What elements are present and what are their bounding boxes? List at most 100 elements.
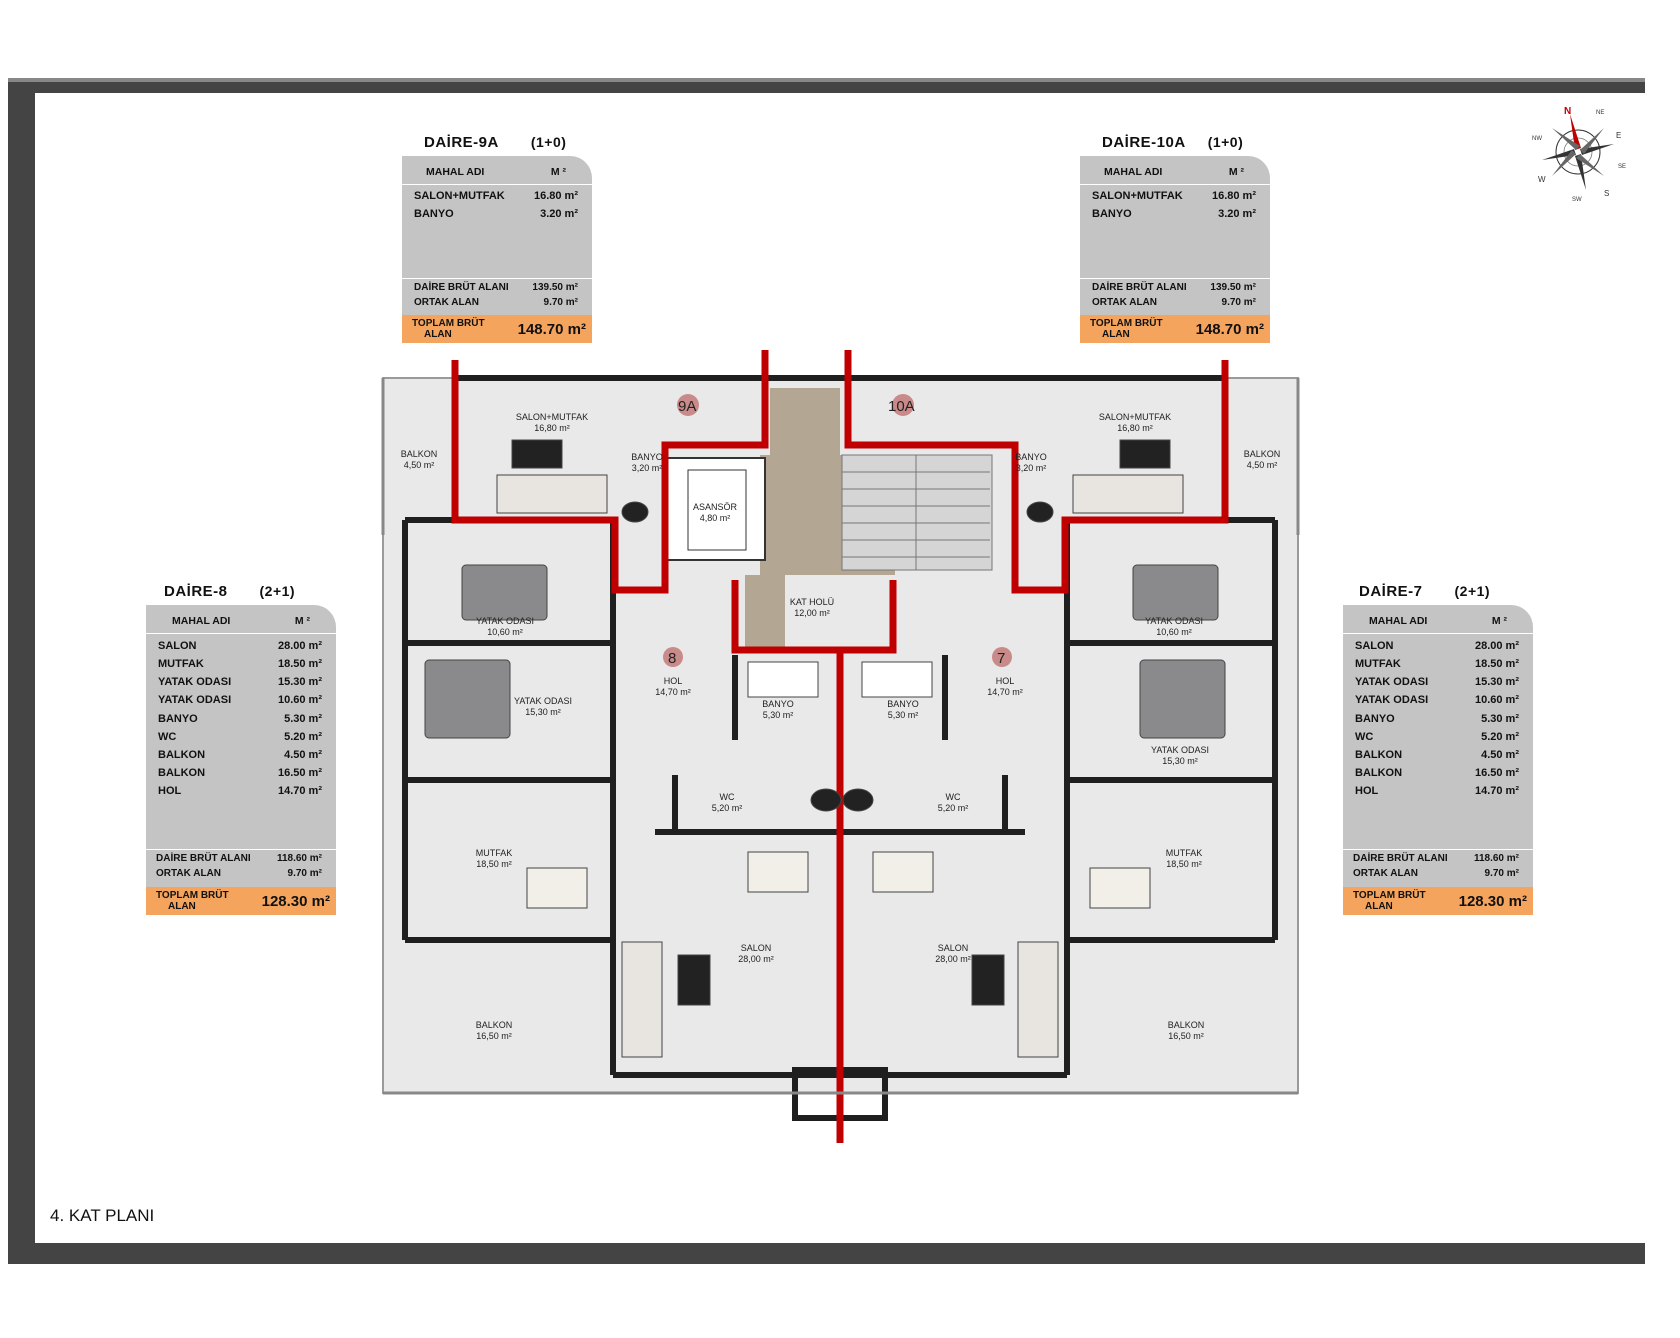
room-label: SALON+MUTFAK — [1099, 412, 1171, 422]
table-icon — [1089, 867, 1151, 909]
room-area: 5,30 m² — [888, 710, 919, 720]
unit-markers: 9A 10A 8 7 — [663, 394, 1012, 667]
marker-7: 7 — [997, 650, 1005, 667]
room-label: HOL — [664, 676, 683, 686]
compass-sw: SW — [1572, 197, 1582, 202]
legend-title: DAİRE-7(2+1) — [1359, 583, 1491, 600]
tv-icon — [971, 954, 1005, 1006]
room-area: 18,50 m² — [1166, 859, 1202, 869]
room-area: 4,50 m² — [404, 460, 435, 470]
core-hall — [745, 388, 895, 650]
room-area: 4,80 m² — [700, 513, 731, 523]
room-area: 18,50 m² — [476, 859, 512, 869]
toilet-icon — [810, 788, 842, 812]
compass-e: E — [1616, 131, 1621, 140]
room-area: 3,20 m² — [1016, 463, 1047, 473]
toilet-icon — [621, 501, 649, 523]
room-label: YATAK ODASI — [476, 616, 534, 626]
room-label: YATAK ODASI — [1145, 616, 1203, 626]
room-area: 16,80 m² — [1117, 423, 1153, 433]
room-area: 14,70 m² — [987, 687, 1023, 697]
tv-icon — [511, 439, 563, 469]
furniture — [424, 439, 1226, 1058]
room-labels: SALON+MUTFAK 16,80 m² SALON+MUTFAK 16,80… — [401, 412, 1281, 1041]
room-label: YATAK ODASI — [1151, 745, 1209, 755]
room-label: SALON — [741, 943, 772, 953]
plan-caption: 4. KAT PLANI — [50, 1206, 155, 1225]
stairs — [841, 454, 993, 571]
room-area: 4,50 m² — [1247, 460, 1278, 470]
room-area: 5,20 m² — [938, 803, 969, 813]
bathtub-icon — [747, 661, 819, 698]
room-area: 16,80 m² — [534, 423, 570, 433]
room-label: BANYO — [762, 699, 794, 709]
bed-icon — [424, 659, 511, 739]
marker-8: 8 — [668, 650, 676, 667]
tv-icon — [1119, 439, 1171, 469]
legend-title: DAİRE-8(2+1) — [164, 583, 296, 600]
room-area: 12,00 m² — [794, 608, 830, 618]
room-area: 10,60 m² — [1156, 627, 1192, 637]
room-area: 15,30 m² — [1162, 756, 1198, 766]
unit-dividers — [451, 350, 1229, 1143]
room-label: KAT HOLÜ — [790, 597, 834, 607]
compass-w: W — [1538, 175, 1546, 184]
compass-nw: NW — [1532, 136, 1542, 142]
compass-rose-icon: N NE E SE S SW W NW — [1532, 106, 1626, 202]
compass-n: N — [1564, 106, 1571, 117]
bed-icon — [1139, 659, 1226, 739]
room-label: BALKON — [1168, 1020, 1205, 1030]
table-icon — [872, 851, 934, 893]
room-label: ASANSÖR — [693, 502, 738, 512]
room-area: 16,50 m² — [476, 1031, 512, 1041]
room-area: 5,20 m² — [712, 803, 743, 813]
room-area: 28,00 m² — [935, 954, 971, 964]
room-label: BANYO — [631, 452, 663, 462]
room-label: BALKON — [401, 449, 438, 459]
toilet-icon — [842, 788, 874, 812]
room-label: BALKON — [1244, 449, 1281, 459]
room-label: MUTFAK — [476, 848, 513, 858]
legend-title: DAİRE-10A(1+0) — [1102, 134, 1244, 151]
bed-icon — [461, 564, 548, 621]
room-label: BANYO — [887, 699, 919, 709]
room-area: 16,50 m² — [1168, 1031, 1204, 1041]
marker-9a: 9A — [678, 398, 696, 415]
room-label: BANYO — [1015, 452, 1047, 462]
table-icon — [526, 867, 588, 909]
room-label: BALKON — [476, 1020, 513, 1030]
